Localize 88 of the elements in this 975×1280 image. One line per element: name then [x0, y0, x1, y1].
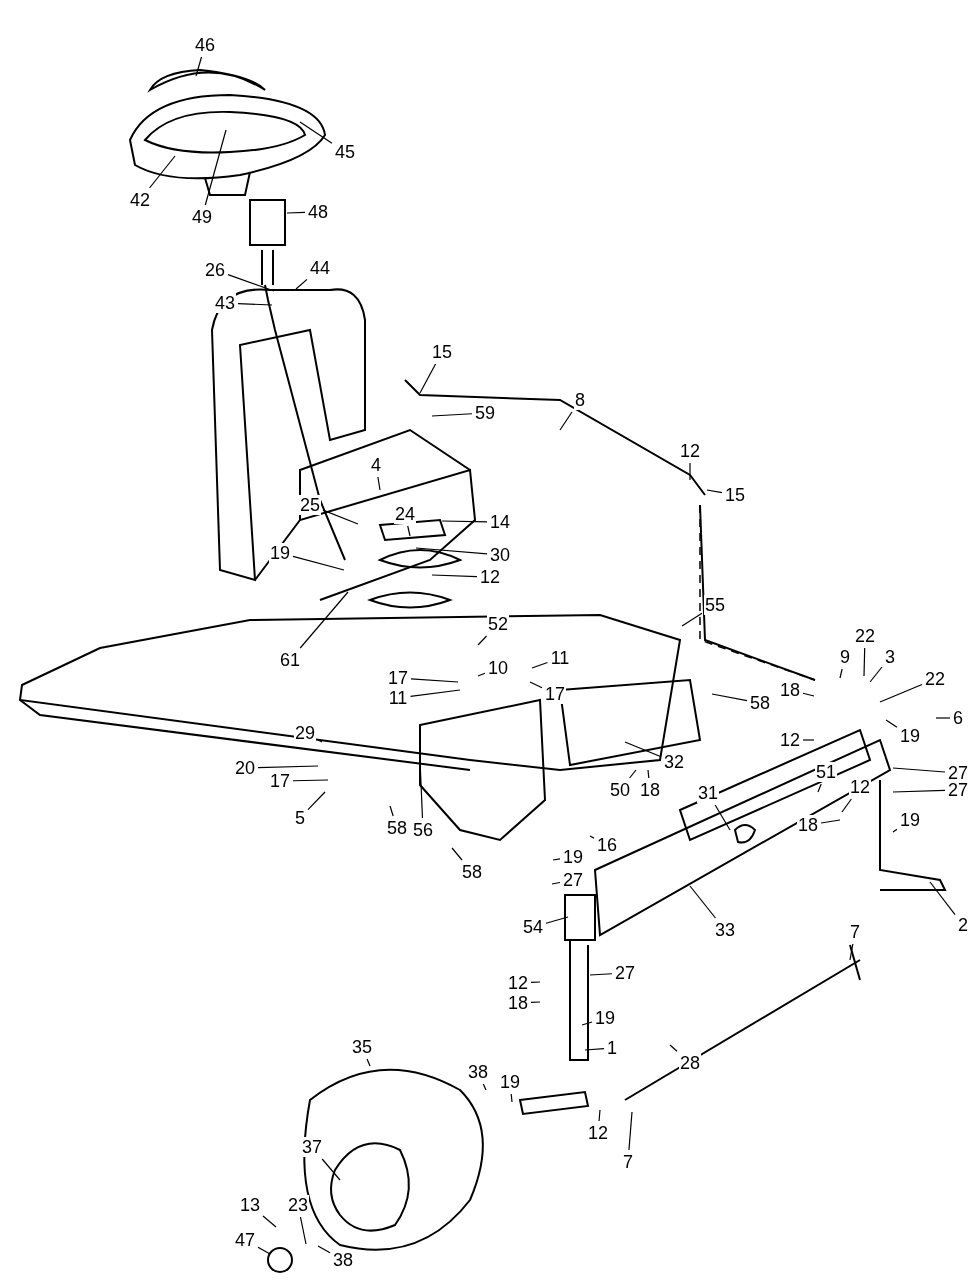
- callout-number: 8: [574, 390, 586, 410]
- leader-line: [589, 835, 595, 839]
- leader-line: [552, 858, 561, 861]
- leader-line: [714, 804, 731, 831]
- leader-line: [869, 666, 883, 683]
- leader-line: [441, 520, 488, 523]
- leader-line: [317, 1245, 331, 1254]
- leader-line: [389, 805, 394, 817]
- leader-line: [410, 678, 459, 683]
- leader-line: [237, 302, 273, 306]
- callout-number: 25: [299, 495, 321, 515]
- callout-number: 51: [815, 762, 837, 782]
- leader-line: [295, 278, 308, 290]
- leader-line: [929, 881, 956, 916]
- leader-line: [431, 574, 478, 578]
- callout-number: 29: [294, 723, 316, 743]
- leader-line: [477, 635, 488, 646]
- leader-line: [419, 363, 437, 394]
- leader-line: [477, 672, 486, 677]
- leader-line: [148, 155, 176, 189]
- leader-line: [262, 1215, 277, 1228]
- leader-line: [257, 1246, 271, 1255]
- leader-line: [681, 612, 703, 627]
- leader-line: [366, 1058, 371, 1067]
- callout-number: 31: [697, 783, 719, 803]
- leader-line: [377, 476, 381, 491]
- leader-line: [935, 717, 951, 719]
- leader-line: [879, 683, 923, 703]
- leader-line: [559, 411, 573, 431]
- callout-number: 55: [704, 595, 726, 615]
- leader-line: [892, 789, 946, 793]
- leader-line: [629, 769, 637, 779]
- leader-line: [892, 767, 946, 773]
- leader-line: [817, 783, 822, 793]
- leader-line: [689, 462, 691, 481]
- leader-line: [802, 692, 815, 697]
- leader-line: [669, 1044, 678, 1052]
- leader-line: [292, 779, 329, 782]
- leader-line: [510, 1093, 513, 1103]
- leader-line: [317, 739, 323, 743]
- leader-line: [321, 1158, 341, 1181]
- leader-line: [257, 765, 319, 769]
- leader-line: [628, 1111, 633, 1151]
- callout-number: 24: [394, 504, 416, 524]
- leader-line: [292, 555, 345, 571]
- leader-line: [299, 1216, 307, 1245]
- leader-line: [689, 885, 717, 919]
- leader-line: [589, 973, 613, 976]
- leader-line: [419, 759, 424, 819]
- leader-line: [482, 1083, 487, 1091]
- leader-line: [885, 719, 898, 728]
- leader-line: [307, 791, 326, 811]
- leader-line: [299, 591, 349, 649]
- leader-line: [820, 819, 841, 824]
- leader-line: [581, 1021, 593, 1026]
- leader-line: [195, 56, 203, 77]
- leader-line: [839, 668, 843, 679]
- leader-line: [415, 547, 488, 555]
- leader-line: [451, 847, 463, 861]
- leader-line: [551, 881, 561, 885]
- callout-number: 17: [544, 684, 566, 704]
- leader-line: [530, 981, 541, 983]
- leader-line: [407, 525, 411, 537]
- leader-line: [204, 129, 227, 206]
- callout-number: 12: [849, 777, 871, 797]
- leader-line: [227, 274, 275, 292]
- leader-line: [322, 509, 359, 525]
- leader-line: [711, 693, 748, 702]
- leader-line: [706, 489, 723, 494]
- leader-line: [409, 689, 461, 697]
- leader-line: [530, 1001, 541, 1003]
- leader-line: [598, 1109, 601, 1122]
- leader-line: [802, 739, 815, 741]
- leader-line: [431, 413, 473, 417]
- leader-line: [286, 211, 306, 214]
- callout-number: 19: [269, 543, 291, 563]
- leader-line: [529, 681, 543, 689]
- leader-line: [841, 798, 852, 813]
- leader-line: [545, 916, 569, 924]
- leader-line: [584, 1048, 605, 1051]
- leader-line: [647, 769, 650, 779]
- callout-number: 43: [214, 293, 236, 313]
- leader-line: [849, 943, 854, 961]
- leader-line: [531, 661, 549, 669]
- leader-line: [624, 741, 662, 758]
- leader-line: [892, 828, 898, 833]
- leader-line: [863, 647, 866, 677]
- callout-number: 37: [301, 1137, 323, 1157]
